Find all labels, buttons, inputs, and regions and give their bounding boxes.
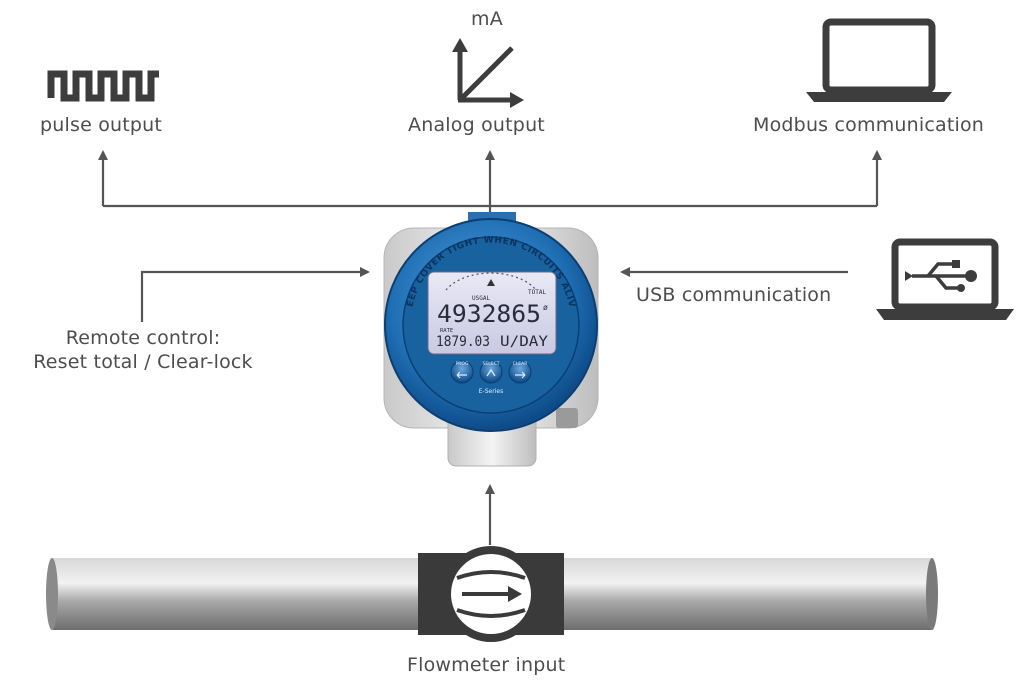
left-arrow-icon xyxy=(456,371,467,379)
remote-control-line1: Remote control: xyxy=(65,327,221,349)
remote-control-line2: Reset total / Clear-lock xyxy=(33,351,253,373)
pulse-output-label: pulse output xyxy=(40,114,163,136)
usb-laptop-icon xyxy=(876,238,1014,320)
clear-button[interactable] xyxy=(508,360,532,384)
device-buttons: PROG SELECT CLEAR xyxy=(450,360,532,384)
flowmeter-icon xyxy=(418,546,564,642)
pulse-wave-icon xyxy=(47,70,159,102)
total-unit-label: USGAL xyxy=(472,295,490,302)
prog-button-label: PROG xyxy=(456,361,469,367)
usb-symbol-icon xyxy=(912,262,966,290)
analog-graph-icon xyxy=(452,38,524,108)
usb-label: USB communication xyxy=(636,284,832,306)
total-tag-label: TOTAL xyxy=(528,289,546,296)
remote-arrow xyxy=(140,267,370,322)
select-button[interactable] xyxy=(479,360,503,384)
series-label: E-Series xyxy=(479,388,503,395)
connection-lines xyxy=(98,150,882,545)
modbus-label: Modbus communication xyxy=(753,114,985,136)
flow-indicator-device: KEEP COVER TIGHT WHEN CIRCUITS ALIVE USG… xyxy=(0,0,599,467)
analog-unit-label: mA xyxy=(471,8,503,30)
rate-unit: U/DAY xyxy=(500,334,549,350)
select-button-label: SELECT xyxy=(483,361,500,367)
modbus-laptop-icon xyxy=(806,18,952,102)
flowmeter-input-label: Flowmeter input xyxy=(407,654,566,676)
total-suffix: ø xyxy=(543,303,548,312)
clear-button-label: CLEAR xyxy=(513,361,528,367)
rate-value: 1879.03 xyxy=(436,334,490,350)
prog-button[interactable] xyxy=(450,360,474,384)
right-arrow-icon xyxy=(515,371,526,379)
analog-output-label: Analog output xyxy=(408,114,545,136)
remote-control-label: Remote control: Reset total / Clear-lock xyxy=(16,327,270,373)
total-value: 4932865 xyxy=(437,300,541,328)
rate-tag-label: RATE xyxy=(440,328,453,334)
up-arrow-icon xyxy=(486,368,496,377)
